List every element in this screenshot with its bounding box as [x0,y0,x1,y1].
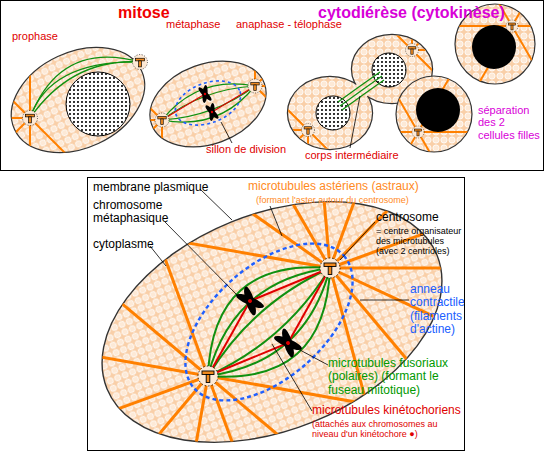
section-title: mitose [118,4,170,22]
stage-label: séparation des 2 cellules filles [478,104,542,141]
intermediate-body [338,72,384,110]
part-label: cytoplasme [93,238,154,251]
spindle-microtubules [162,84,255,122]
part-label: sillon de division [206,143,286,155]
stage-label: prophase [12,30,58,42]
centrosome-symbol [302,124,315,137]
part-label: microtubules astériens (astraux) [248,180,419,193]
part-label: centrosome [376,211,439,224]
chromosome [232,283,268,319]
part-label: microtubules kinétochoriens [312,404,461,417]
contractile-ring [157,214,381,430]
centrosome-symbol [155,113,169,127]
nucleus [66,72,130,136]
part-note: = centre organisateur des microtubules (… [376,226,464,256]
cell-membrane [67,155,478,455]
cell-membrane [0,27,162,173]
chromosome [203,101,221,122]
part-label: chromosome métaphasique [93,199,175,226]
leader-line [221,122,232,143]
stage-label: anaphase - télophase [236,18,342,30]
centrosome-symbol [23,111,38,126]
centrosome-symbol [198,366,218,386]
leader-line [350,96,360,148]
part-note: (attachés aux chromosomes au niveau d'un… [312,419,462,439]
chromosome [270,325,306,361]
contractile-ring [169,73,247,134]
chromosome [196,83,214,104]
centrosome-symbol [248,79,262,93]
spindle-microtubules [30,57,140,118]
centrosome-symbol [320,258,340,278]
part-label: membrane plasmique [93,181,208,194]
stage-label: métaphase [166,18,220,30]
nucleus [372,53,406,87]
section-title: cytodiérèse (cytokinèse) [318,4,505,22]
part-note: (formant l'aster autour du centrosome) [256,195,409,205]
centrosome-symbol [406,44,419,57]
part-label: anneau contractile (filaments d'actine) [410,283,466,337]
part-label: corps intermédiaire [305,149,399,161]
astral-microtubules [0,39,550,455]
part-label: microtubules fusoriaux (polaires) (forma… [328,357,460,397]
metaphase-cell-detail [0,39,550,455]
centrosome-symbol [133,55,148,70]
nucleus [316,96,350,130]
